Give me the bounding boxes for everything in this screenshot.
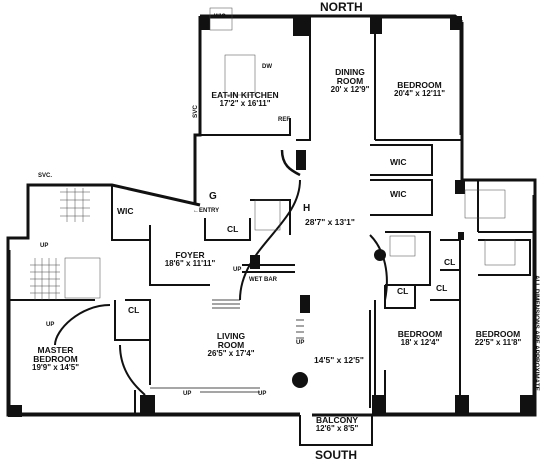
cl-label-bed1: CL — [397, 286, 409, 296]
bedroom-s1-name: BEDROOM — [397, 329, 443, 339]
foyer-dim: 18'6" x 11'11" — [164, 258, 216, 268]
living-dim: 26'5" x 17'4" — [207, 348, 255, 358]
bedroom-s2-name: BEDROOM — [475, 329, 521, 339]
up-label-master1: UP — [40, 243, 49, 249]
exterior-wall-kitchen — [193, 16, 202, 205]
living-name-line1: LIVING — [216, 331, 246, 341]
gallery-dim: 28'7" x 13'1" — [305, 217, 355, 227]
up-label-living1: UP — [183, 391, 192, 397]
master-dim: 19'9" x 14'5" — [32, 362, 79, 372]
dining-name-line2: ROOM — [336, 75, 364, 86]
compass-south: SOUTH — [315, 448, 357, 462]
bedroom-ne-dim: 20'4" x 12'11" — [394, 88, 445, 98]
wic-label-kitchen: WIC — [214, 14, 226, 20]
living-name-line2: ROOM — [217, 339, 245, 350]
cl-label-bed2: CL — [444, 257, 456, 267]
foyer-g-label: G — [209, 191, 217, 202]
entry-text: ENTRY — [199, 208, 220, 214]
wet-bar-label: WET BAR — [249, 277, 277, 283]
disclaimer-text: ALL DIMENSIONS ARE APPROXIMATE — [533, 275, 540, 391]
living-label: LIVING ROOM 26'5" x 17'4" — [195, 332, 267, 358]
wic-label-upper: WIC — [390, 157, 407, 167]
bedroom-ne-label: BEDROOM 20'4" x 12'11" — [382, 81, 457, 98]
kitchen-label: EAT-IN KITCHEN 17'2" x 16'11" — [195, 91, 295, 108]
svc-label-kitchen: SVC — [192, 105, 199, 118]
up-label-master2: UP — [46, 322, 55, 328]
balcony-label: BALCONY 12'6" x 8'5" — [302, 416, 372, 433]
kitchen-dim: 17'2" x 16'11" — [219, 98, 271, 108]
balcony-name: BALCONY — [315, 415, 359, 425]
foyer-label: FOYER 18'6" x 11'11" — [155, 251, 225, 268]
bedroom-s1-dim: 18' x 12'4" — [400, 337, 440, 347]
balcony-wall — [299, 415, 373, 446]
cl-label-bed3: CL — [436, 283, 448, 293]
master-name-line2: BEDROOM — [33, 353, 78, 364]
dw-label: DW — [262, 64, 272, 70]
ref-label: REF. — [278, 117, 292, 123]
gallery-h-label: H — [303, 203, 311, 214]
sitting-dim: 14'5" x 12'5" — [314, 355, 364, 365]
master-label: MASTER BEDROOM 19'9" x 14'5" — [18, 346, 93, 372]
entry-arrow-icon: ← — [193, 208, 199, 214]
exterior-wall-north — [200, 14, 463, 24]
bedroom-ne-name: BEDROOM — [397, 80, 442, 90]
kitchen-name: EAT-IN KITCHEN — [211, 90, 279, 100]
svc-label-north: SVC. — [38, 173, 53, 179]
up-label-foyer: UP — [233, 267, 242, 273]
balcony-dim: 12'6" x 8'5" — [315, 423, 359, 433]
cl-label-master: CL — [128, 305, 140, 315]
foyer-name: FOYER — [175, 250, 205, 260]
up-label-living2: UP — [258, 391, 267, 397]
up-label-gallery: UP — [296, 340, 305, 346]
bedroom-s2-label: BEDROOM 22'5" x 11'8" — [463, 330, 533, 347]
cl-label-foyer: CL — [227, 224, 239, 234]
wic-label-lower: WIC — [390, 189, 407, 199]
wic-label-master: WIC — [117, 206, 134, 216]
dining-name-line1: DINING — [335, 67, 365, 77]
dining-dim: 20' x 12'9" — [330, 84, 370, 94]
compass-north: NORTH — [320, 0, 363, 14]
bedroom-s1-label: BEDROOM 18' x 12'4" — [390, 330, 450, 347]
bedroom-s2-dim: 22'5" x 11'8" — [474, 337, 522, 347]
entry-label: ←ENTRY — [193, 208, 219, 214]
dining-label: DINING ROOM 20' x 12'9" — [320, 68, 380, 94]
master-name-line1: MASTER — [37, 345, 74, 355]
